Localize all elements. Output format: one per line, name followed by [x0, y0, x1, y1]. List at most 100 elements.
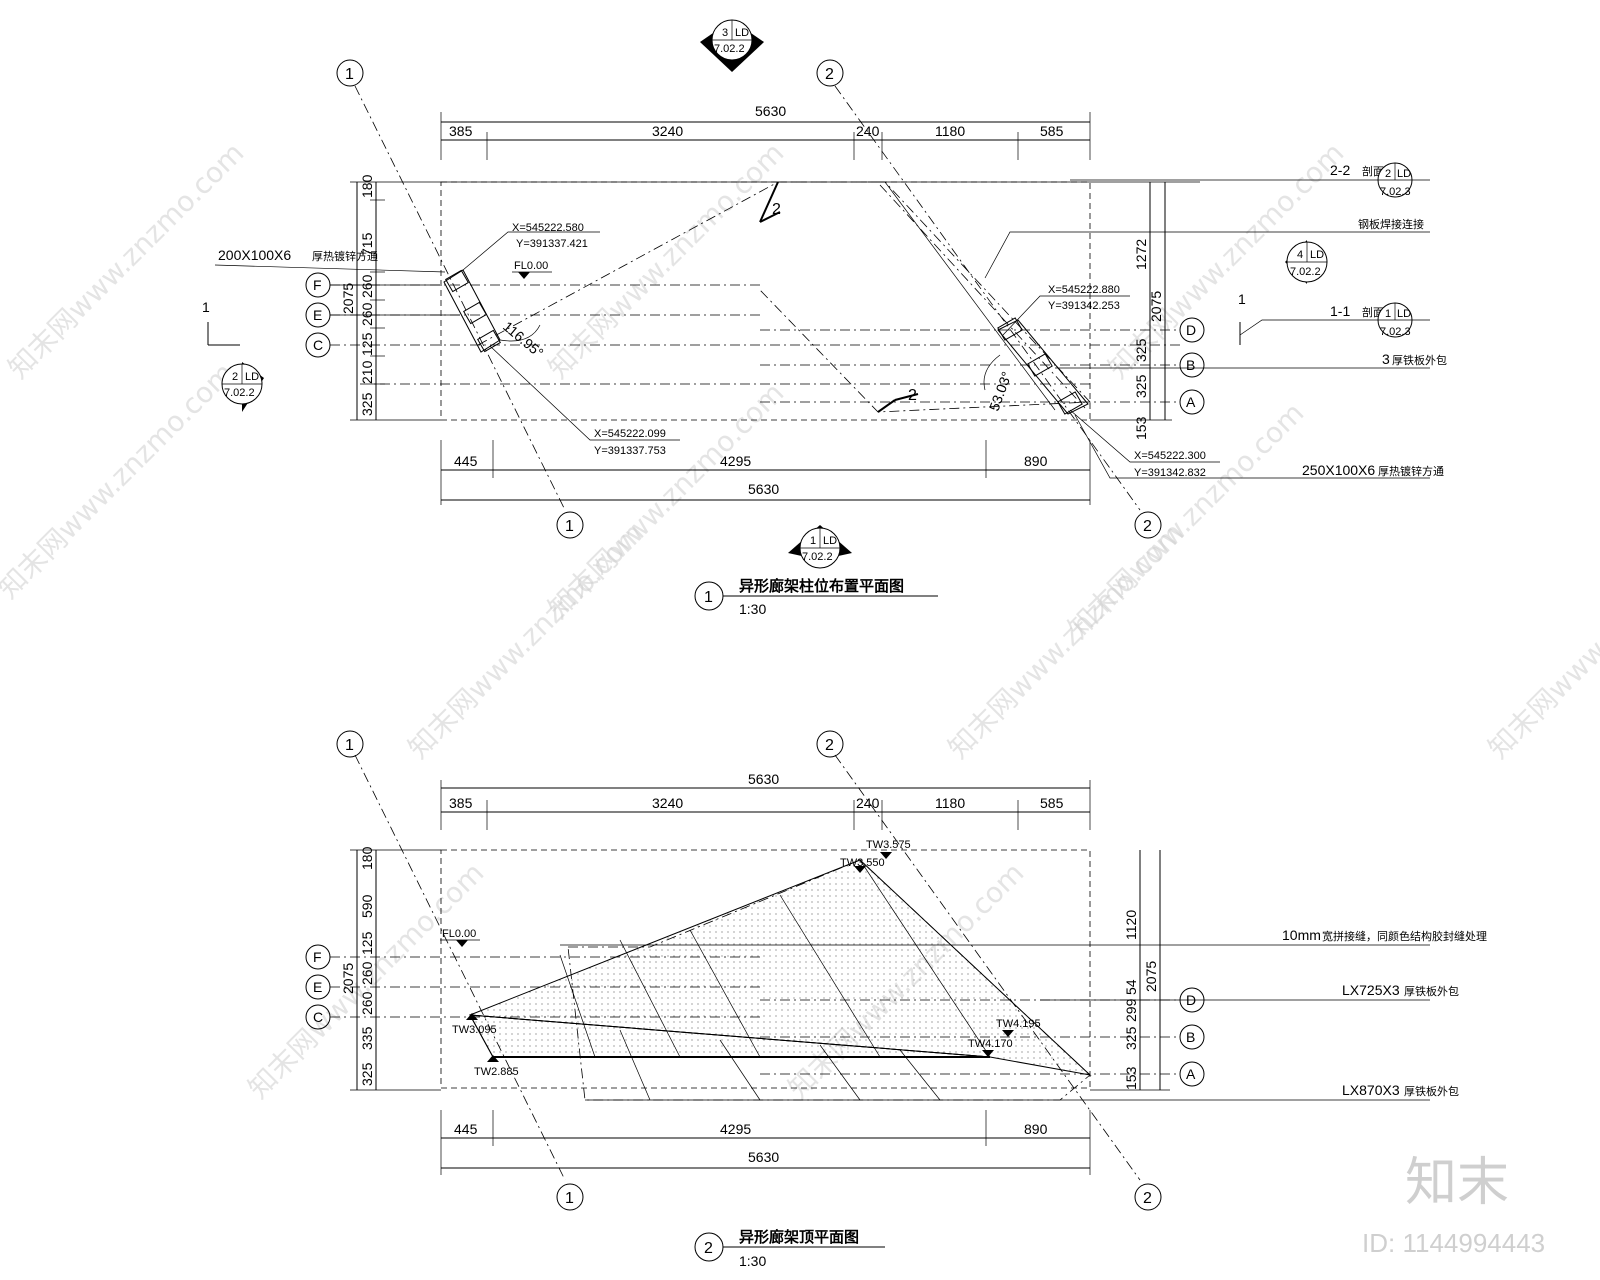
top-dimensions: 5630 385 3240 240 1180 585	[440, 103, 1091, 160]
dim: 325	[1133, 374, 1149, 398]
level-mark: TW3.550	[840, 857, 885, 869]
right-dimensions: 1272 2075 325 325 153	[1090, 182, 1172, 440]
bottom-dimensions-2: 445 4295 890 5630	[440, 1110, 1091, 1175]
section-note: 1-1	[1330, 303, 1350, 319]
axis-label: A	[1186, 394, 1196, 410]
title-number: 2	[704, 1240, 713, 1257]
ref-sheet: 7.02.2	[802, 551, 833, 563]
ref-sheet: 7.02.3	[1380, 186, 1411, 198]
bottom-dimensions: 445 4295 890 5630	[440, 440, 1091, 505]
watermark-id: ID: 1144994443	[1362, 1228, 1545, 1258]
level-mark: TW4.195	[996, 1018, 1041, 1030]
level-mark: TW4.170	[968, 1038, 1013, 1050]
cut-label: 2	[908, 387, 917, 404]
dim: 325	[359, 392, 375, 416]
axis-label: 2	[1143, 1190, 1152, 1207]
dim: 54	[1123, 979, 1139, 995]
title-scale: 1:30	[739, 601, 766, 617]
dim: 385	[449, 795, 473, 811]
ref-ld: LD	[1397, 308, 1411, 320]
dim: 260	[359, 302, 375, 326]
cut-label: 2	[772, 201, 781, 218]
section-mark: 1	[202, 299, 210, 315]
tube-note: 200X100X6	[218, 247, 291, 263]
level-mark: TW3.095	[452, 1024, 497, 1036]
dim-total-top: 5630	[748, 771, 779, 787]
dim: 1120	[1123, 910, 1139, 940]
plan-1-title: 1 异形廊架柱位布置平面图 1:30	[694, 577, 938, 617]
axis-bubbles-numbered: 1 2 1 2	[336, 59, 1162, 539]
axis-label: D	[1186, 322, 1196, 338]
plate-note: 钢板焊接连接	[1358, 217, 1424, 231]
axis-label: 1	[565, 518, 574, 535]
dim: 125	[359, 332, 375, 356]
ref-ld: LD	[245, 371, 259, 383]
axis-bubbles-right-2: D B A	[1179, 987, 1205, 1087]
watermark-text: 知末网www.znzmo.com	[2, 136, 251, 385]
axis-label: A	[1186, 1066, 1196, 1082]
plate-note-desc: 厚铁板外包	[1404, 984, 1459, 998]
ref-number: 2	[1385, 168, 1391, 180]
title-scale: 1:30	[739, 1253, 766, 1269]
level-mark: FL0.00	[514, 260, 548, 272]
ref-sheet: 7.02.2	[224, 387, 255, 399]
angle-label: 116.95°	[500, 318, 547, 361]
dim: 585	[1040, 795, 1064, 811]
dim: 125	[359, 931, 375, 955]
axis-label: B	[1186, 357, 1195, 373]
tube-note-desc: 厚热镀锌方通	[312, 249, 378, 263]
joint-note-desc: 宽拼接缝，同颜色结构胶封缝处理	[1322, 929, 1487, 943]
ref-ld: LD	[1310, 249, 1324, 261]
watermark-logo: 知末	[1405, 1153, 1509, 1213]
coord-x: X=545222.099	[594, 428, 666, 440]
dim: 1180	[935, 123, 965, 139]
axis-label: 1	[565, 1190, 574, 1207]
axis-label: B	[1186, 1029, 1195, 1045]
plan-2: 5630 385 3240 240 1180 585 180 590 2075 …	[305, 730, 1487, 1269]
level-mark: FL0.00	[442, 928, 476, 940]
ref-number: 4	[1297, 249, 1303, 261]
plate-note: LX725X3	[1342, 982, 1400, 998]
dim: 4295	[720, 453, 751, 469]
ref-ld: LD	[823, 535, 837, 547]
dim: 180	[359, 846, 375, 870]
plate-note-desc: 厚铁板外包	[1404, 1084, 1459, 1098]
coord-y: Y=391337.421	[516, 238, 588, 250]
tube-note: 250X100X6	[1302, 462, 1375, 478]
axis-label: 1	[345, 737, 354, 754]
dim: 1180	[935, 795, 965, 811]
dim: 325	[1123, 1026, 1139, 1050]
dim: 180	[359, 174, 375, 198]
dim-total-top: 5630	[755, 103, 786, 119]
ref-number: 1	[1385, 308, 1391, 320]
axis-label: 2	[1143, 518, 1152, 535]
dim: 445	[454, 453, 478, 469]
axis-label: F	[313, 277, 322, 293]
left-dimensions: 180 715 2075 260 260 125 210 325	[340, 174, 441, 421]
axis-label: F	[313, 949, 322, 965]
ref-sheet: 7.02.3	[1380, 326, 1411, 338]
dim: 385	[449, 123, 473, 139]
coord-x: X=545222.580	[512, 222, 584, 234]
watermark-text: 知末网www.znzmo.com	[0, 356, 240, 605]
level-marks-2: FL0.00 TW3.575 TW3.550 TW3.095 TW2.885 T…	[440, 839, 1041, 1078]
ref-number: 2	[232, 371, 238, 383]
ref-ld: LD	[735, 27, 749, 39]
watermark-text: 知末网www.znzmo.com	[402, 516, 651, 765]
ref-number: 1	[810, 535, 816, 547]
title-text: 异形廊架顶平面图	[739, 1228, 859, 1246]
plate-note: 3	[1382, 351, 1390, 367]
axis-label: E	[313, 307, 322, 323]
dim: 3240	[652, 795, 683, 811]
level-mark: TW3.575	[866, 839, 911, 851]
column-left	[443, 269, 501, 353]
axis-label: E	[313, 979, 322, 995]
section-symbol-left: 2 LD 7.02.2	[221, 362, 264, 412]
dim: 260	[359, 991, 375, 1015]
title-text: 异形廊架柱位布置平面图	[739, 577, 904, 595]
ref-sheet: 7.02.2	[1290, 266, 1321, 278]
dim: 2075	[1143, 961, 1159, 992]
joint-note: 10mm	[1282, 927, 1321, 943]
dim: 325	[359, 1062, 375, 1086]
